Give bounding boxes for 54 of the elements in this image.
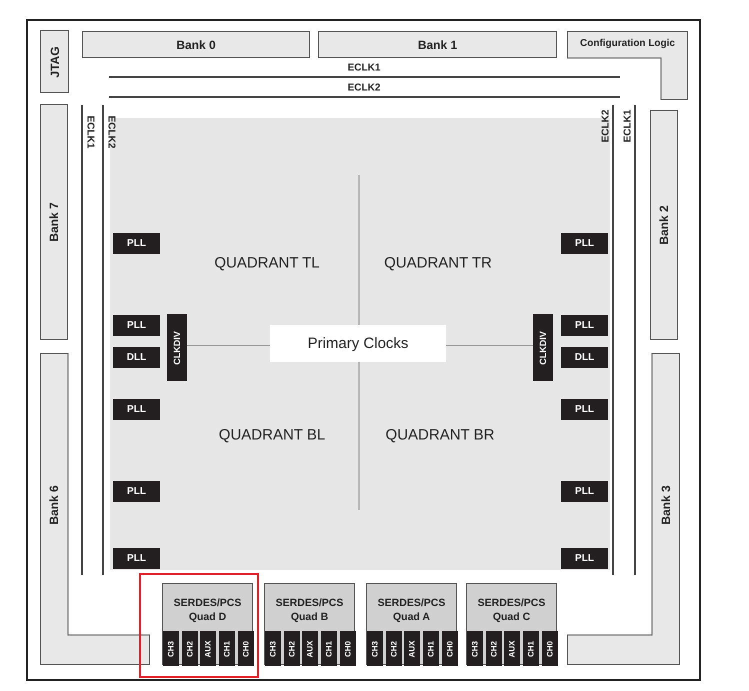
highlight-frame	[139, 573, 259, 678]
config-logic-block: Configuration Logic	[567, 31, 688, 100]
quad-label: SERDES/PCS Quad D	[172, 596, 242, 624]
connector-line	[446, 345, 534, 346]
io-bank-box: Bank 7	[40, 104, 68, 340]
io-bank-box: Bank 1	[318, 31, 557, 58]
channel-block: CH1	[423, 631, 439, 666]
pll-block: PLL	[113, 233, 160, 254]
clock-divider-block: CLKDIV	[167, 314, 187, 381]
pll-block: PLL	[113, 315, 160, 336]
channel-block: AUX	[302, 631, 318, 666]
channel-block: AUX	[504, 631, 520, 666]
channel-block: CH1	[321, 631, 337, 666]
channel-block: AUX	[200, 631, 216, 666]
serdes-quad-block	[264, 583, 355, 665]
serdes-quad-block	[366, 583, 457, 665]
channel-block: CH1	[219, 631, 235, 666]
pll-block: PLL	[561, 233, 608, 254]
channel-block: CH2	[486, 631, 502, 666]
channel-block: CH3	[467, 631, 483, 666]
serdes-quad-block	[466, 583, 557, 665]
clock-label: ECLK2	[106, 116, 116, 148]
clock-label: ECLK2	[600, 110, 612, 142]
channel-block: CH2	[284, 631, 300, 666]
io-bank-box: Bank 2	[650, 110, 678, 340]
channel-block: CH3	[367, 631, 383, 666]
quad-label: SERDES/PCS Quad B	[274, 596, 344, 624]
quadrant-label: QUADRANT TR	[384, 254, 492, 272]
channel-block: CH2	[386, 631, 402, 666]
channel-block: CH1	[523, 631, 539, 666]
channel-block: CH0	[340, 631, 356, 666]
clock-label: ECLK1	[348, 62, 380, 74]
quadrant-label: QUADRANT BR	[386, 426, 494, 444]
io-bank-box: JTAG	[40, 30, 69, 93]
channel-block: CH0	[238, 631, 254, 666]
primary-clocks-box: Primary Clocks	[270, 325, 446, 362]
io-bank-box: Bank 0	[82, 31, 310, 58]
serdes-quad-block	[162, 583, 253, 665]
channel-block: CH0	[442, 631, 458, 666]
quad-label: SERDES/PCS Quad C	[476, 596, 546, 624]
channel-block: CH2	[182, 631, 198, 666]
channel-block: CH3	[163, 631, 179, 666]
quad-label: SERDES/PCS Quad A	[376, 596, 446, 624]
clock-divider-block: CLKDIV	[533, 314, 553, 381]
quadrant-label: QUADRANT TL	[214, 254, 320, 272]
clock-label: ECLK1	[84, 116, 96, 148]
quadrant-label: QUADRANT BL	[218, 426, 326, 444]
clock-label: ECLK1	[622, 110, 634, 142]
pll-block: PLL	[561, 315, 608, 336]
channel-block: CH0	[542, 631, 558, 666]
clock-label: ECLK2	[348, 82, 380, 94]
channel-block: AUX	[404, 631, 420, 666]
channel-block: CH3	[265, 631, 281, 666]
connector-line	[186, 345, 270, 346]
